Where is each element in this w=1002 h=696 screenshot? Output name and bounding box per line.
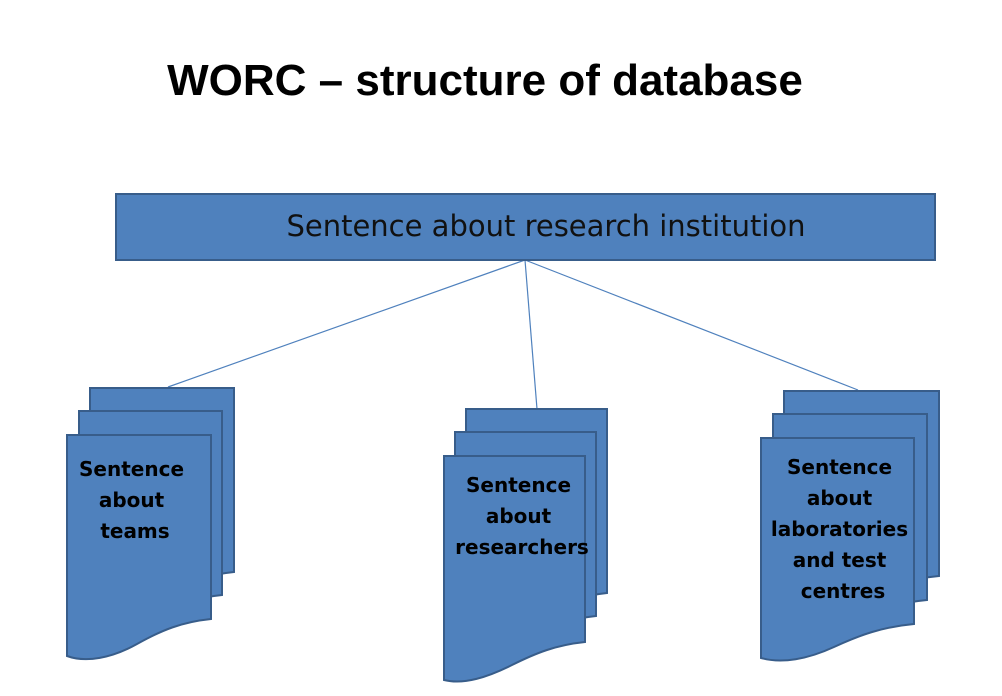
- label-line: and test: [793, 548, 887, 572]
- connectors: [167, 259, 859, 410]
- root-node: Sentence about research institution: [115, 193, 936, 261]
- document-label-laboratories: Sentence about laboratories and test cen…: [771, 455, 915, 603]
- label-line: teams: [100, 519, 169, 543]
- root-node-label: Sentence about research institution: [286, 209, 805, 243]
- document-label-researchers: Sentence about researchers: [455, 473, 589, 559]
- slide-title: WORC – structure of database: [167, 56, 803, 105]
- connector-teams: [167, 259, 526, 388]
- label-line: laboratories: [771, 517, 908, 541]
- connector-researchers: [524, 259, 538, 410]
- label-line: about: [99, 488, 165, 512]
- label-line: about: [807, 486, 873, 510]
- connector-laboratories: [524, 259, 859, 391]
- document-stack-researchers: Sentence about researchers: [443, 408, 608, 683]
- document-stack-laboratories: Sentence about laboratories and test cen…: [760, 390, 940, 662]
- document-label-teams: Sentence about teams: [79, 457, 191, 543]
- label-line: about: [486, 504, 552, 528]
- document-stack-teams: Sentence about teams: [66, 387, 235, 661]
- label-line: researchers: [455, 535, 589, 559]
- label-line: Sentence: [466, 473, 571, 497]
- label-line: Sentence: [787, 455, 892, 479]
- label-line: Sentence: [79, 457, 184, 481]
- label-line: centres: [801, 579, 886, 603]
